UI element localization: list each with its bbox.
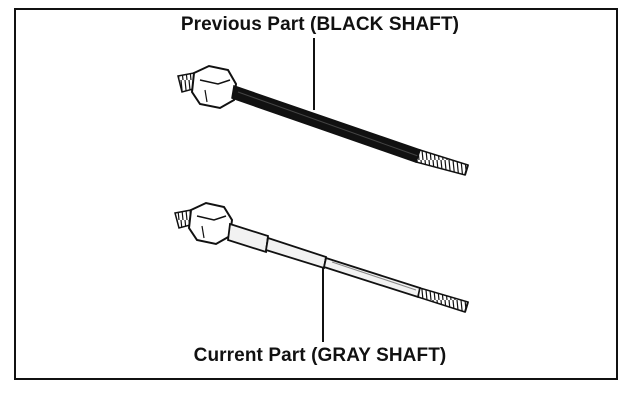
current-right-thread <box>417 287 469 313</box>
previous-tie-rod <box>177 64 469 176</box>
figure-frame <box>14 8 618 380</box>
current-part-label: Current Part (GRAY SHAFT) <box>193 345 447 366</box>
current-ball-socket <box>187 201 234 246</box>
previous-part-label: Previous Part (BLACK SHAFT) <box>180 14 460 35</box>
current-tie-rod <box>174 201 469 313</box>
previous-right-thread <box>415 149 469 176</box>
previous-ball-socket <box>190 64 238 110</box>
previous-black-shaft <box>231 85 421 163</box>
